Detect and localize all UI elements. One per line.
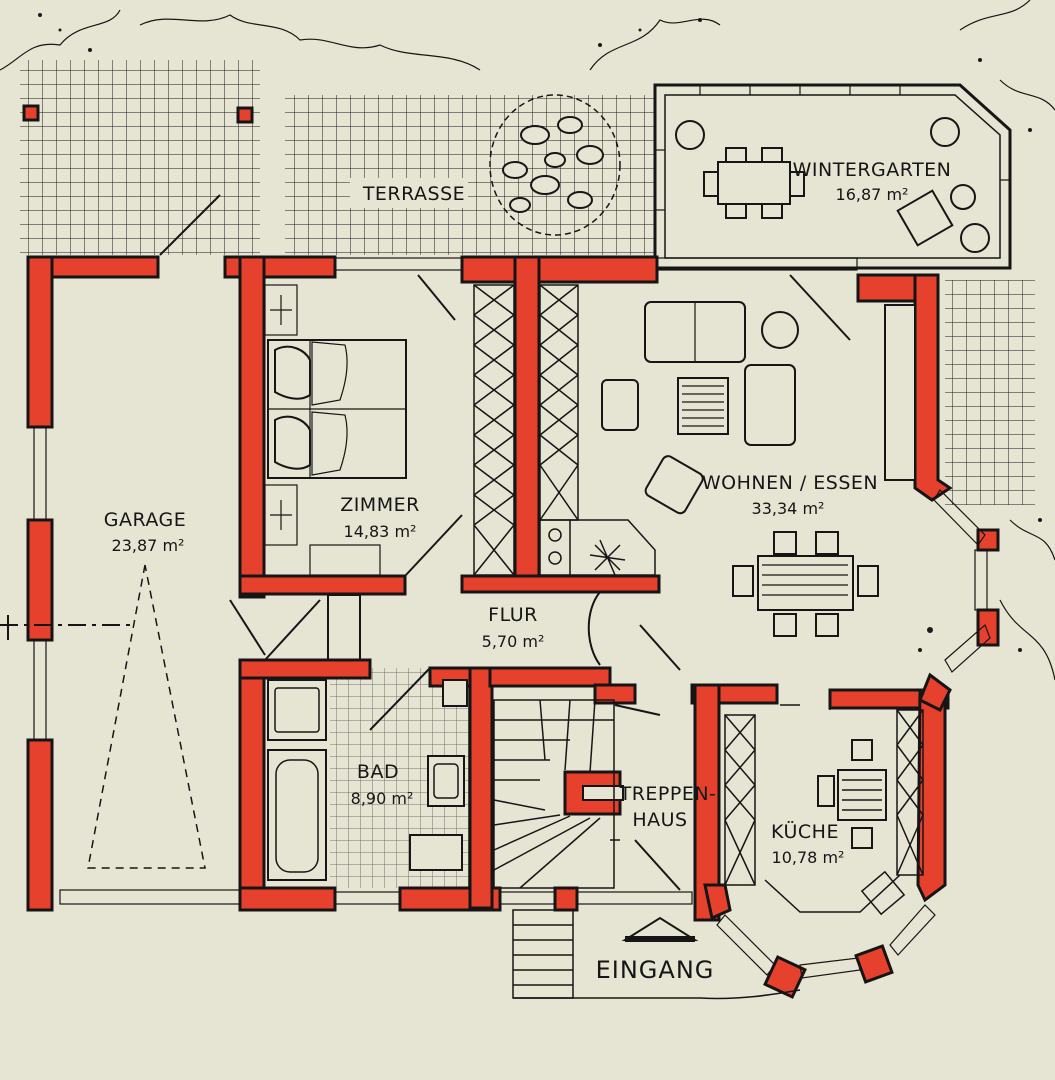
kitchen-fixtures xyxy=(724,690,924,916)
door-swing xyxy=(789,274,851,341)
wohnen-area: 33,34 m² xyxy=(752,499,825,518)
wardrobe xyxy=(264,274,463,577)
side-terrace-tiles xyxy=(945,280,1035,505)
shelving xyxy=(473,284,656,576)
eingang-label: EINGANG xyxy=(596,956,715,984)
sideboard xyxy=(884,304,916,481)
terrasse-label: TERRASSE xyxy=(362,183,465,205)
entrance-arrow-icon xyxy=(621,916,699,942)
kueche-area: 10,78 m² xyxy=(772,848,845,867)
bed xyxy=(267,339,407,479)
treppenhaus-label-line1: TREPPEN- xyxy=(619,783,717,805)
bath-fixtures xyxy=(267,679,468,881)
flur-label: FLUR xyxy=(488,604,538,626)
kueche-label: KÜCHE xyxy=(771,820,839,843)
garage-interior xyxy=(0,564,206,869)
wintergarten-label: WINTERGARTEN xyxy=(793,159,952,181)
vegetation-outline xyxy=(0,0,1055,681)
doors xyxy=(229,591,681,891)
wintergarten-room xyxy=(653,83,1012,270)
terrace-label-bg xyxy=(350,178,468,208)
treppenhaus-label-line2: HAUS xyxy=(632,809,687,831)
garage-label: GARAGE xyxy=(104,509,187,531)
terrace-tiles xyxy=(285,95,655,255)
wohnen-label: WOHNEN / ESSEN xyxy=(702,472,878,494)
pillar-right xyxy=(236,106,254,124)
terrace-edge xyxy=(159,194,221,256)
bad-area: 8,90 m² xyxy=(351,789,414,808)
tree-canopy xyxy=(38,13,1042,652)
zimmer-label: ZIMMER xyxy=(340,494,420,516)
plant-icon xyxy=(489,94,621,236)
bad-label: BAD xyxy=(357,761,399,783)
flur-area: 5,70 m² xyxy=(482,632,545,651)
garage-area: 23,87 m² xyxy=(112,536,185,555)
terrace-tiles-left xyxy=(20,60,260,255)
dining-table xyxy=(732,531,879,637)
pillar-left xyxy=(22,104,40,122)
zimmer-area: 14,83 m² xyxy=(344,522,417,541)
walls xyxy=(26,255,1000,999)
windows xyxy=(33,257,991,979)
sofa xyxy=(601,301,799,515)
wintergarten-area: 16,87 m² xyxy=(836,185,909,204)
entrance-steps xyxy=(512,909,801,1000)
staircase xyxy=(493,699,620,889)
